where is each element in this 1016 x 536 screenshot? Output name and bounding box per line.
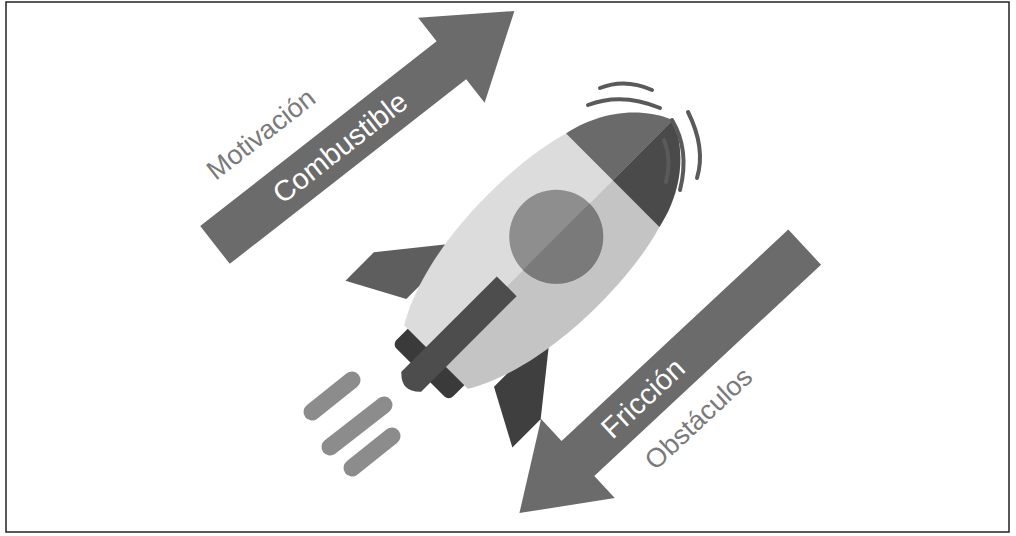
- arrow-band: MotivaciónCombustible: [157, 0, 549, 289]
- motion-arc: [600, 83, 652, 90]
- rocket-window: [490, 170, 623, 303]
- rocket-center-fin: [396, 276, 517, 397]
- rocket-nose-shade: [613, 120, 720, 227]
- motion-arc: [672, 120, 684, 190]
- rocket-window-shade: [523, 204, 623, 304]
- arrow-band: FricciónObstáculos: [481, 206, 869, 536]
- motion-arc: [664, 140, 669, 182]
- motion-arcs: [588, 83, 700, 190]
- arrow-outline: [182, 0, 548, 288]
- exhaust-lines: [312, 380, 392, 468]
- arrow-outline: [483, 208, 842, 536]
- motion-arc: [688, 112, 700, 178]
- exhaust-line: [352, 436, 392, 468]
- frame-border: [6, 2, 1009, 532]
- exhaust-line: [312, 380, 352, 412]
- motion-arc: [588, 99, 660, 108]
